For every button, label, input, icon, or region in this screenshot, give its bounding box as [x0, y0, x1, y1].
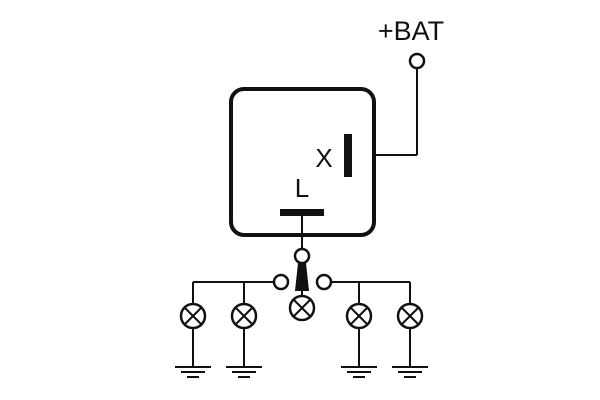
terminal-l-bar	[280, 209, 324, 216]
lamp-4	[345, 302, 373, 330]
switch-lever	[295, 263, 309, 291]
switch-left-terminal	[272, 273, 290, 291]
ground-2	[226, 366, 262, 378]
battery-label: +BAT	[378, 16, 444, 46]
terminal-x-label: X	[315, 143, 332, 173]
terminal-x-bar	[344, 134, 352, 177]
lamp-1	[179, 302, 207, 330]
ground-1	[175, 366, 211, 378]
turn-signal-switch	[293, 247, 311, 297]
battery-terminal	[408, 52, 426, 70]
terminal-l-label: L	[295, 173, 309, 203]
lamp-3-center	[288, 294, 316, 322]
switch-right-terminal	[315, 273, 333, 291]
ground-4	[341, 366, 377, 378]
lamp-5	[396, 302, 424, 330]
switch-input-terminal	[293, 247, 311, 265]
ground-5	[392, 366, 428, 378]
lamp-2	[230, 302, 258, 330]
